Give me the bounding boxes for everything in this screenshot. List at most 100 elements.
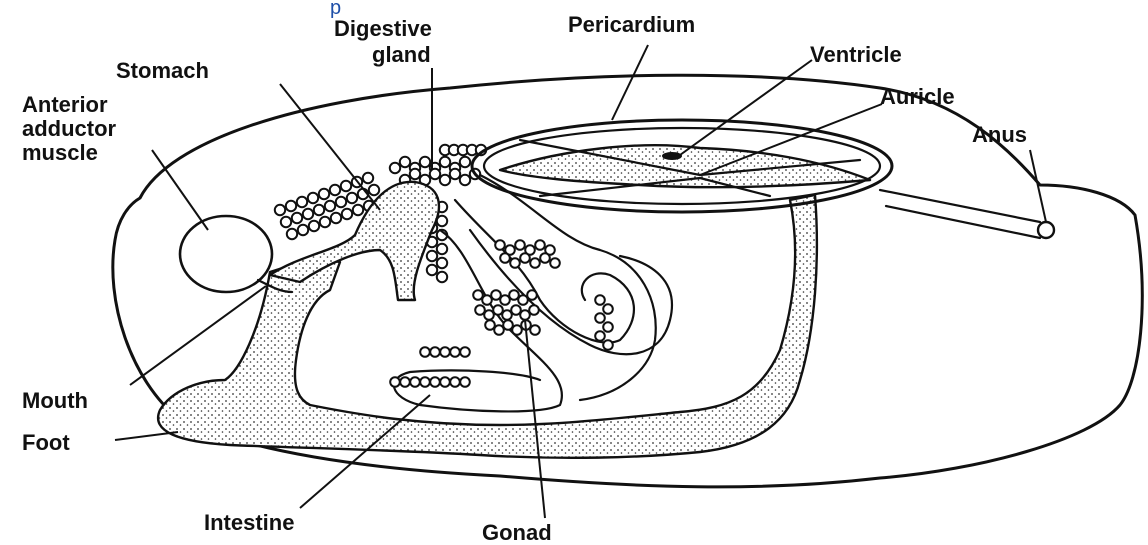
bead (297, 197, 307, 207)
bead (493, 305, 503, 315)
bead (512, 325, 522, 335)
bead (430, 169, 440, 179)
bead (460, 157, 470, 167)
bead (309, 221, 319, 231)
label-stomach: Stomach (116, 58, 209, 83)
bead (603, 322, 613, 332)
rectum-shape (880, 190, 1040, 238)
bead (500, 253, 510, 263)
bead (325, 201, 335, 211)
bead (430, 377, 440, 387)
bead (440, 157, 450, 167)
bead (400, 377, 410, 387)
bead (341, 181, 351, 191)
bead (437, 244, 447, 254)
label-intestine: Intestine (204, 510, 294, 535)
bead (420, 377, 430, 387)
label-digestive-gland-line1: Digestive (334, 16, 432, 41)
label-pericardium: Pericardium (568, 12, 695, 37)
bead (347, 193, 357, 203)
bead (450, 377, 460, 387)
bead (275, 205, 285, 215)
bead (410, 169, 420, 179)
bead (511, 305, 521, 315)
bead (440, 175, 450, 185)
bead (595, 331, 605, 341)
bead (390, 163, 400, 173)
bead (390, 377, 400, 387)
bead (292, 213, 302, 223)
label-muscle: muscle (22, 140, 98, 165)
bead (484, 310, 494, 320)
bead (460, 347, 470, 357)
bead (503, 320, 513, 330)
bead (491, 290, 501, 300)
bead (319, 189, 329, 199)
bead (595, 295, 605, 305)
bead (430, 347, 440, 357)
adductor-leader (152, 150, 208, 230)
bead (495, 240, 505, 250)
bead (342, 209, 352, 219)
bead (482, 295, 492, 305)
bead (450, 169, 460, 179)
bead (485, 320, 495, 330)
bead (281, 217, 291, 227)
bead (494, 325, 504, 335)
bead (298, 225, 308, 235)
bead (420, 157, 430, 167)
bead (437, 258, 447, 268)
bead (595, 313, 605, 323)
bead (540, 253, 550, 263)
bead (535, 240, 545, 250)
foot-leader (115, 432, 178, 440)
bead (287, 229, 297, 239)
bead (410, 377, 420, 387)
bead (353, 205, 363, 215)
bead (550, 258, 560, 268)
pericardium-leader (612, 45, 648, 120)
bead (529, 305, 539, 315)
bead (460, 377, 470, 387)
bead (331, 213, 341, 223)
bead (427, 251, 437, 261)
bead (530, 258, 540, 268)
anus-shape (1038, 222, 1054, 238)
bead (420, 347, 430, 357)
bead (440, 377, 450, 387)
ventricle-dot (662, 152, 682, 160)
label-anterior: Anterior (22, 92, 108, 117)
bead (603, 304, 613, 314)
bead (515, 240, 525, 250)
bead (475, 305, 485, 315)
bead (502, 310, 512, 320)
label-mouth: Mouth (22, 388, 88, 413)
bead (510, 258, 520, 268)
bead (450, 347, 460, 357)
bead (509, 290, 519, 300)
gonad-beads (390, 240, 613, 387)
bead (518, 295, 528, 305)
bead (603, 340, 613, 350)
label-ventricle: Ventricle (810, 42, 902, 67)
label-gonad: Gonad (482, 520, 552, 545)
bead (308, 193, 318, 203)
label-digestive-gland-line2: gland (372, 42, 431, 67)
label-adductor: adductor (22, 116, 117, 141)
bead (440, 347, 450, 357)
bead (527, 290, 537, 300)
bead (437, 272, 447, 282)
label-auricle: Auricle (880, 84, 955, 109)
bead (473, 290, 483, 300)
bead (427, 265, 437, 275)
bead (336, 197, 346, 207)
bead (303, 209, 313, 219)
bead (363, 173, 373, 183)
bead (400, 157, 410, 167)
bead (520, 310, 530, 320)
label-foot: Foot (22, 430, 70, 455)
bead (286, 201, 296, 211)
bead (460, 175, 470, 185)
